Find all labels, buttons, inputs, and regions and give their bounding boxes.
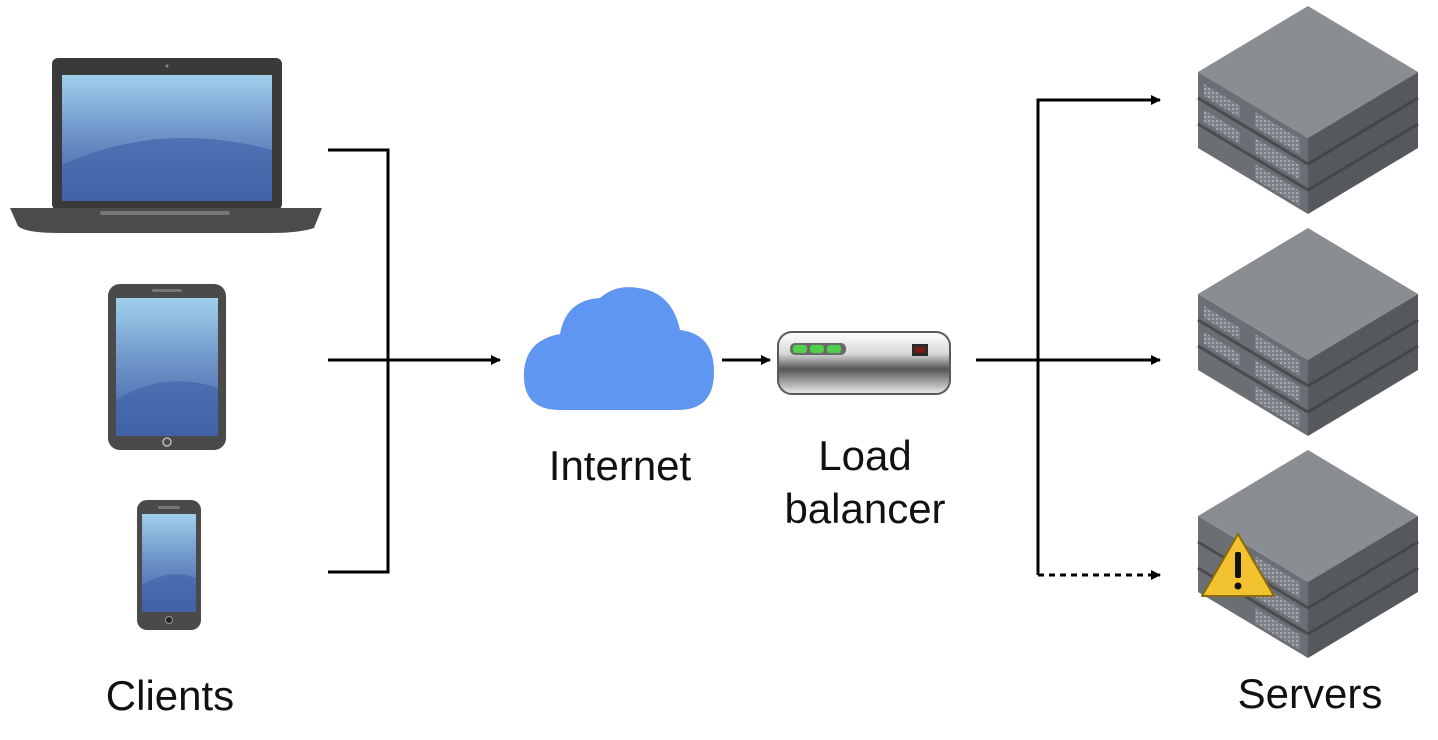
server-stack-icon (1197, 6, 1419, 214)
server-stack-icon (1197, 228, 1419, 436)
load-balancer-icon (777, 331, 951, 395)
cloud-icon (523, 287, 714, 410)
smartphone-icon (137, 500, 201, 630)
clients-connector (328, 148, 501, 574)
load-balancer-label-line1: Load (818, 432, 912, 479)
servers-label: Servers (1237, 670, 1383, 717)
laptop-icon (10, 58, 322, 233)
internet-label: Internet (548, 442, 692, 489)
servers-connector (976, 95, 1161, 580)
clients-label: Clients (105, 672, 235, 719)
tablet-icon (108, 284, 226, 450)
warning-icon (1201, 533, 1275, 597)
load-balancer-label-line2: balancer (784, 484, 946, 532)
load-balancer-label: Load balancer (750, 430, 980, 535)
